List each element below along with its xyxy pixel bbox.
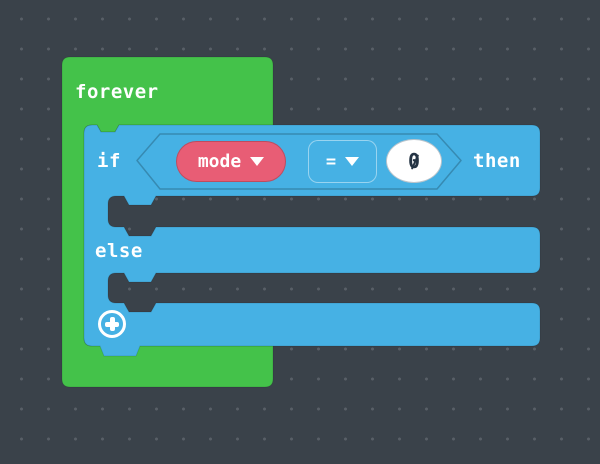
operator-label: = — [325, 151, 337, 172]
number-value-field[interactable]: 0 — [386, 139, 442, 183]
expand-else-if-button[interactable] — [98, 310, 126, 338]
operator-dropdown[interactable]: = — [308, 140, 377, 183]
variable-dropdown[interactable]: mode — [176, 141, 286, 182]
forever-label: forever — [75, 81, 159, 103]
plus-icon — [109, 317, 115, 331]
then-label: then — [473, 150, 521, 172]
chevron-down-icon — [250, 157, 265, 166]
variable-name-label: mode — [197, 151, 242, 172]
condition-slot-hexagon — [136, 133, 462, 190]
chevron-down-icon — [345, 157, 360, 166]
else-label: else — [95, 240, 143, 262]
if-label: if — [97, 150, 121, 172]
if-else-block[interactable] — [83, 124, 541, 357]
